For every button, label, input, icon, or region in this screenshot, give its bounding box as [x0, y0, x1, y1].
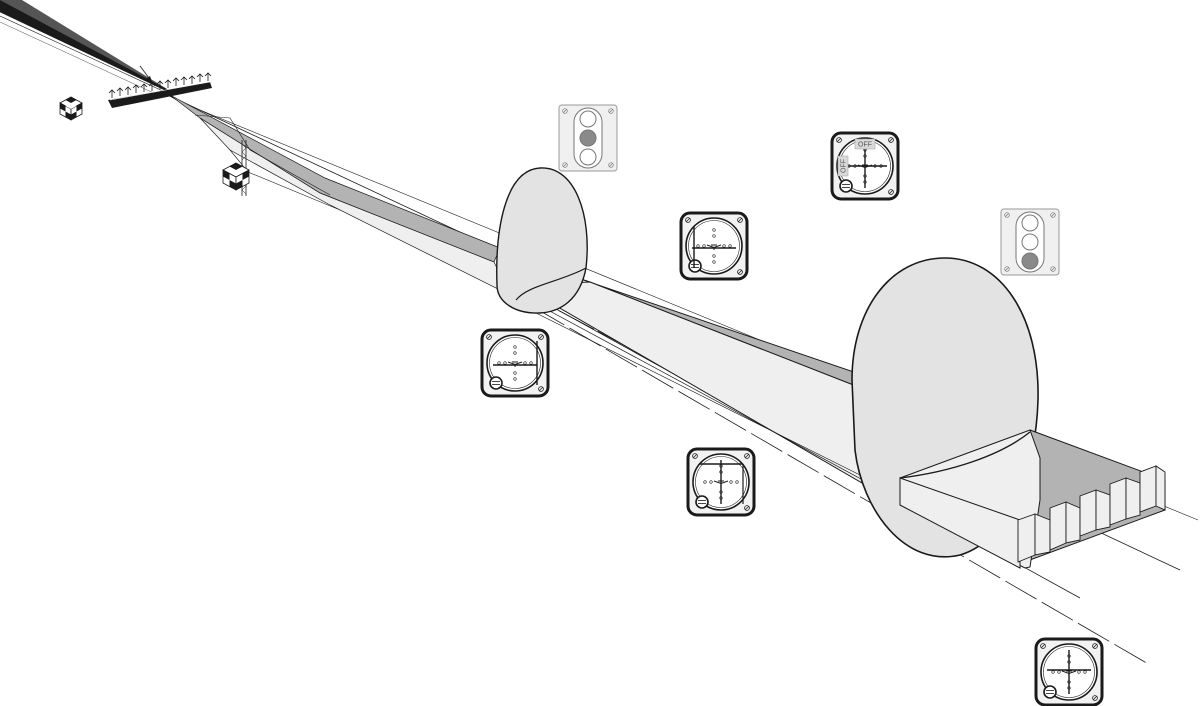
- marker-lamp-top: [1021, 214, 1039, 232]
- marker-lamp-bottom-lit: [1021, 252, 1039, 270]
- ils-indicator-5: [1034, 637, 1104, 706]
- marker-lamp-top: [579, 110, 597, 128]
- off-flag-side-label: OFF: [841, 159, 848, 173]
- marker-light-middle: [558, 104, 618, 172]
- glideslope-tower-icon: [222, 140, 250, 196]
- marker-light-bottom: [1000, 208, 1060, 276]
- off-flag-top: [854, 138, 876, 150]
- ils-indicator-icon: [679, 211, 749, 281]
- marker-lamp-middle-lit: [579, 129, 597, 147]
- ils-indicator-1: [480, 328, 550, 398]
- localizer-antenna-array: [0, 0, 212, 108]
- marker-lamp-middle: [1021, 233, 1039, 251]
- off-flag-side: [837, 155, 849, 177]
- glide-path-far-segment: [169, 94, 511, 296]
- middle-marker-lobe: [496, 167, 588, 314]
- glideslope-checker-icon: [59, 96, 83, 121]
- ils-indicator-4: OFF OFF: [830, 131, 900, 201]
- ils-indicator-2: [679, 211, 749, 281]
- marker-lamp-bottom: [579, 148, 597, 166]
- beam-accordion-fins: [1017, 465, 1166, 563]
- ils-indicator-3: [686, 447, 756, 517]
- off-flag-label: OFF: [858, 142, 872, 149]
- ils-indicator-icon: [480, 328, 550, 398]
- glide-path-beam-end: [899, 429, 1166, 569]
